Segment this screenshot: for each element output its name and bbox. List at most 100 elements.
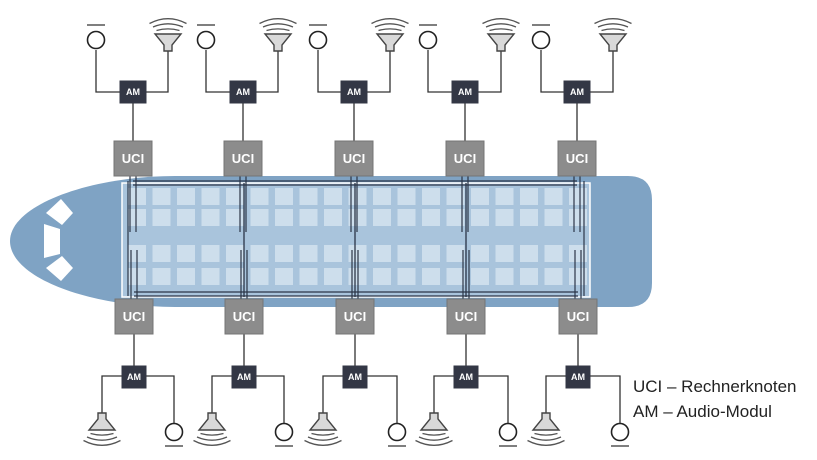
sound-wave [311,432,335,436]
seat [397,268,416,285]
uci-node-box [558,298,598,335]
sound-wave [371,18,409,25]
loudspeaker-cone [308,412,338,431]
uci-node-box [334,140,374,177]
loudspeaker-cone [87,412,117,431]
am-module: AM [563,80,591,104]
uci-node-box [445,140,485,177]
am-module-box [119,80,147,104]
loudspeaker-cone [486,33,516,52]
microphone-body [531,30,551,50]
loudspeaker-icon [482,18,520,52]
uci-label: UCI [455,309,477,324]
am-module-box [229,80,257,104]
loudspeaker-cone [419,412,449,431]
audio-devices [83,18,632,447]
microphone-icon [498,422,518,447]
seat [471,245,489,262]
loudspeaker-icon [594,18,632,52]
loudspeaker-cone [598,33,628,52]
seat [422,245,440,262]
mic-wire [478,375,509,425]
speaker-wire [367,46,391,93]
seat [520,268,538,285]
microphone-body [86,30,106,50]
seat [471,209,489,226]
uci-label: UCI [567,309,589,324]
sound-wave [415,439,453,446]
seat [544,245,563,262]
uci-node: UCI [224,298,264,335]
uci-node-box [114,298,154,335]
seat [520,209,538,226]
loudspeaker-icon [193,412,231,446]
uci-node: UCI [223,140,263,177]
am-module-box [451,80,479,104]
seat [569,245,587,262]
am-module: AM [121,365,147,389]
speaker-wire [433,375,454,415]
sound-wave [304,439,342,446]
am-label: AM [570,87,584,97]
seat [324,188,342,205]
microphone-icon [610,422,630,447]
mic-wire [540,50,564,93]
am-module: AM [342,365,368,389]
sound-wave [152,23,184,28]
seat [275,268,293,285]
seat [446,209,465,226]
seat [373,209,391,226]
seat [299,245,318,262]
seat [544,209,563,226]
microphone-body [418,30,438,50]
sound-wave [149,18,187,25]
microphone-body [164,422,184,442]
sound-wave [482,18,520,25]
cockpit-window-lower [46,256,73,281]
speaker-wire [146,46,169,93]
uci-label: UCI [566,151,588,166]
sound-wave [200,432,224,436]
seat [299,268,318,285]
sound-wave [378,28,402,32]
mic-wire [367,375,398,425]
seat [275,188,293,205]
loudspeaker-icon [415,412,453,446]
am-module: AM [451,80,479,104]
sound-wave [374,23,406,28]
seat [422,209,440,226]
microphone-icon [164,422,184,447]
am-module: AM [453,365,479,389]
loudspeaker-cone [197,412,227,431]
seat [128,209,146,226]
seat [446,245,465,262]
seat [324,268,342,285]
am-label: AM [348,372,362,382]
sound-wave [90,432,114,436]
am-module-box [565,365,591,389]
seat [544,268,563,285]
sound-wave [597,23,629,28]
uci-label: UCI [233,309,255,324]
sound-wave [485,23,517,28]
seat [250,209,269,226]
microphone-body [274,422,294,442]
loudspeaker-cone [263,33,293,52]
am-label: AM [237,372,251,382]
audio-wiring [95,46,621,425]
nodes-and-modules: AMUCIUCIAMAMUCIUCIAMAMUCIUCIAMAMUCIUCIAM… [113,80,598,389]
seat [446,268,465,285]
am-module: AM [565,365,591,389]
uci-node: UCI [113,140,153,177]
am-label: AM [126,87,140,97]
microphone-body [387,422,407,442]
seat [471,188,489,205]
am-module: AM [231,365,257,389]
mic-wire [205,50,230,93]
uci-label: UCI [122,151,144,166]
uci-node: UCI [334,140,374,177]
am-label: AM [458,87,472,97]
sound-wave [530,436,562,441]
speaker-wire [101,375,122,415]
uci-node: UCI [557,140,597,177]
